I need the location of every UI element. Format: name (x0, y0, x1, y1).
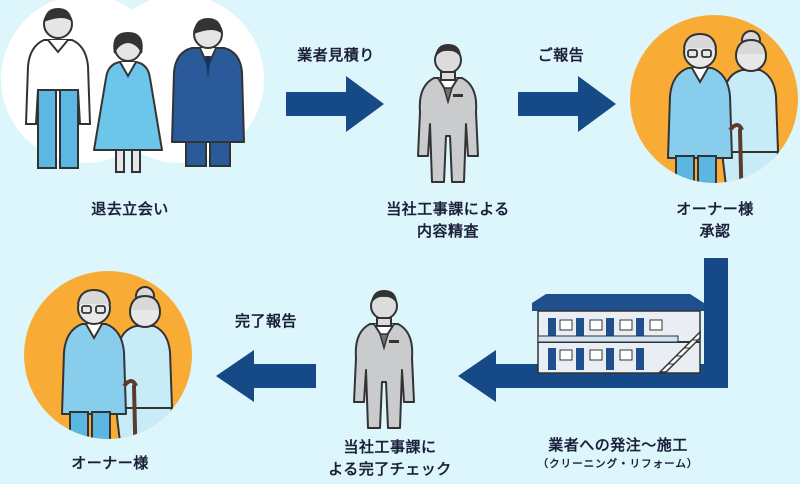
step-owner-approval-label: オーナー様 承認 (640, 198, 790, 242)
step-completion-check-line2: よる完了チェック (328, 460, 452, 478)
step-review-label: 当社工事課による 内容精査 (356, 198, 540, 242)
step-order-line1: 業者への発注〜施工 (548, 436, 688, 454)
step-order-label: 業者への発注〜施工 （クリーニング・リフォーム） (508, 434, 728, 472)
apartment-building-icon (532, 294, 704, 374)
move-out-group-illustration (1, 0, 264, 173)
step-review-line2: 内容精査 (416, 222, 479, 240)
step-completion-check-line1: 当社工事課に (343, 438, 437, 456)
step-completion-check-label: 当社工事課に よる完了チェック (300, 436, 480, 480)
step-completion-report-label: 完了報告 (234, 312, 297, 330)
owner-approval-illustration (630, 15, 798, 183)
step-report-label: ご報告 (537, 46, 585, 64)
owner-final-illustration (24, 271, 192, 439)
staff-icon (353, 289, 415, 429)
step-owner-label: オーナー様 (71, 454, 149, 472)
arrow-to-estimate (286, 76, 384, 132)
staff-icon (417, 43, 479, 183)
step-review-line1: 当社工事課による (386, 200, 510, 218)
step-owner-approval-line1: オーナー様 (676, 200, 754, 218)
arrow-to-report (518, 76, 616, 132)
step-order-line2: （クリーニング・リフォーム） (537, 458, 699, 470)
step-estimate-label: 業者見積り (297, 46, 375, 64)
step-owner-approval-line2: 承認 (699, 222, 731, 240)
step-move-out-label: 退去立会い (91, 200, 169, 218)
arrow-to-owner (216, 350, 316, 402)
